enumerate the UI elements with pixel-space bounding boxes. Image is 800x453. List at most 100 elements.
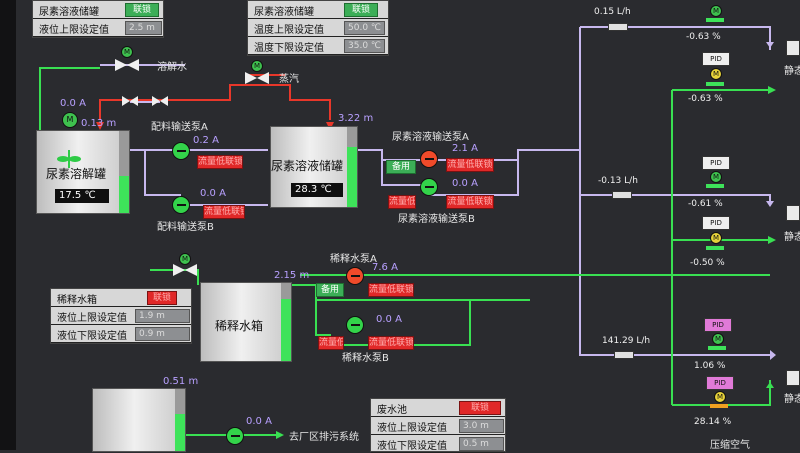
monitor-bezel bbox=[0, 0, 16, 450]
pipe-mid-branch bbox=[580, 194, 771, 205]
panel-dilution-tank: 稀释水箱 联锁 液位上限设定值 1.9 m 液位下限设定值 0.9 m bbox=[50, 288, 192, 344]
urea-b-state-badge[interactable]: 流量低联锁 bbox=[388, 195, 416, 209]
pid-button[interactable]: PID bbox=[702, 216, 730, 230]
mix-a-fault-badge[interactable]: 流量低联锁 bbox=[197, 155, 243, 169]
tank-urea-storage[interactable]: 尿素溶液储罐 28.3 ℃ bbox=[270, 126, 358, 208]
valve-stub bbox=[706, 246, 724, 250]
dissolve-water-label: 溶解水 bbox=[157, 62, 187, 73]
panel-title: 废水池 bbox=[377, 405, 407, 416]
mix-pump-b-icon[interactable] bbox=[172, 196, 190, 214]
panel-title-row: 尿素溶液储罐 联锁 bbox=[248, 1, 388, 19]
interlock-badge[interactable]: 联锁 bbox=[147, 291, 177, 305]
agitator-blade-icon bbox=[57, 150, 81, 168]
flow-readout: -0.13 L/h bbox=[598, 176, 638, 186]
flow-meter-icon bbox=[608, 23, 628, 31]
pid-button[interactable]: PID bbox=[702, 52, 730, 66]
row-label: 液位下限设定值 bbox=[57, 331, 127, 342]
right-edge-label: 静态 bbox=[784, 232, 800, 243]
sewage-label: 去厂区排污系统 bbox=[289, 432, 359, 443]
row-label: 温度下限设定值 bbox=[254, 43, 324, 54]
pipe-steam bbox=[99, 84, 331, 120]
mix-b-fault-badge[interactable]: 流量低联锁 bbox=[203, 205, 245, 219]
level-fill bbox=[347, 147, 357, 207]
pid-button[interactable]: PID bbox=[704, 318, 732, 332]
tank-urea-dissolve[interactable]: 尿素溶解罐 17.5 ℃ bbox=[36, 130, 130, 214]
level-fill bbox=[175, 413, 185, 451]
temp-upper-setpoint[interactable]: 50.0 ℃ bbox=[344, 21, 385, 35]
interlock-badge[interactable]: 联锁 bbox=[344, 3, 378, 17]
control-valve-motor-icon[interactable]: M bbox=[710, 171, 722, 183]
tank-name: 稀释水箱 bbox=[214, 319, 263, 333]
arrow-steam-left bbox=[96, 122, 104, 130]
dilution-b-state-badge[interactable]: 流量低联锁 bbox=[318, 336, 344, 350]
valve-motor-icon[interactable]: M bbox=[121, 46, 133, 58]
interlock-badge[interactable]: 联锁 bbox=[459, 401, 501, 415]
dissolve-level: 0.13 m bbox=[81, 118, 117, 129]
valve-stub bbox=[708, 346, 726, 350]
tank-waste[interactable] bbox=[92, 388, 186, 452]
valve-motor-icon[interactable]: M bbox=[251, 60, 263, 72]
pid-button[interactable]: PID bbox=[706, 376, 734, 390]
dissolve-water-valve-icon[interactable] bbox=[115, 59, 139, 71]
panel-row: 温度下限设定值 35.0 ℃ bbox=[248, 37, 388, 55]
flow-meter-icon bbox=[612, 191, 632, 199]
urea-b-fault-badge[interactable]: 流量低联锁 bbox=[446, 195, 494, 209]
sewage-pump-icon[interactable] bbox=[226, 427, 244, 445]
temp-lower-setpoint[interactable]: 35.0 ℃ bbox=[344, 39, 385, 53]
mix-pump-a-icon[interactable] bbox=[172, 142, 190, 160]
valve-opening: -0.61 % bbox=[688, 199, 723, 209]
waste-level: 0.51 m bbox=[163, 376, 199, 387]
urea-pump-b-icon[interactable] bbox=[420, 178, 438, 196]
control-valve-motor-icon[interactable]: M bbox=[710, 232, 722, 244]
dilution-a-fault-badge[interactable]: 流量低联锁 bbox=[368, 283, 414, 297]
urea-pump-a-icon[interactable] bbox=[420, 150, 438, 168]
dilution-standby-badge[interactable]: 备用 bbox=[316, 283, 344, 297]
steam-split-valve-icon[interactable] bbox=[152, 96, 168, 106]
urea-pump-b-current: 0.0 A bbox=[452, 178, 478, 189]
control-valve-motor-icon[interactable]: M bbox=[714, 391, 726, 403]
agitator-current: 0.0 A bbox=[60, 98, 86, 109]
panel-row: 液位上限设定值 2.5 m bbox=[33, 19, 163, 37]
control-valve-motor-icon[interactable]: M bbox=[710, 5, 722, 17]
mix-pump-a-label: 配料输送泵A bbox=[151, 122, 208, 133]
pipe-pid-right bbox=[672, 380, 771, 406]
urea-standby-badge[interactable]: 备用 bbox=[386, 160, 416, 174]
tank-dilution[interactable]: 稀释水箱 bbox=[200, 282, 292, 362]
dilution-pump-b-icon[interactable] bbox=[346, 316, 364, 334]
level-upper-setpoint[interactable]: 2.5 m bbox=[125, 21, 162, 35]
valve-opening: -0.50 % bbox=[690, 258, 725, 268]
valve-stub bbox=[706, 184, 724, 188]
panel-temp-settings: 尿素溶液储罐 联锁 温度上限设定值 50.0 ℃ 温度下限设定值 35.0 ℃ bbox=[247, 0, 389, 56]
steam-valve-icon[interactable] bbox=[245, 72, 269, 84]
flow-readout: 141.29 L/h bbox=[602, 336, 651, 346]
valve-opening: -0.63 % bbox=[688, 94, 723, 104]
tank-name: 尿素溶液储罐 bbox=[271, 159, 344, 173]
level-upper-setpoint[interactable]: 1.9 m bbox=[135, 309, 190, 323]
level-lower-setpoint[interactable]: 0.9 m bbox=[135, 327, 190, 341]
right-edge-device bbox=[786, 370, 800, 386]
level-lower-setpoint[interactable]: 0.5 m bbox=[459, 437, 504, 451]
level-upper-setpoint[interactable]: 3.0 m bbox=[459, 419, 504, 433]
valve-stub bbox=[706, 18, 724, 22]
pid-button[interactable]: PID bbox=[702, 156, 730, 170]
dilution-pump-a-icon[interactable] bbox=[346, 267, 364, 285]
row-label: 液位上限设定值 bbox=[39, 25, 109, 36]
panel-row: 液位上限设定值 1.9 m bbox=[51, 307, 191, 325]
pipe-water-in bbox=[39, 67, 100, 130]
flow-meter-icon bbox=[614, 351, 634, 359]
control-valve-motor-icon[interactable]: M bbox=[712, 333, 724, 345]
panel-title: 尿素溶液储罐 bbox=[254, 7, 314, 18]
steam-split-valve-icon[interactable] bbox=[122, 96, 138, 106]
mix-pump-a-current: 0.2 A bbox=[193, 135, 219, 146]
agitator-motor-icon[interactable]: M bbox=[62, 112, 78, 128]
row-label: 液位上限设定值 bbox=[377, 423, 447, 434]
row-label: 液位下限设定值 bbox=[377, 441, 447, 452]
valve-motor-icon[interactable]: M bbox=[179, 253, 191, 265]
dilution-b-fault-badge[interactable]: 流量低联锁 bbox=[368, 336, 414, 350]
urea-a-fault-badge[interactable]: 流量低联锁 bbox=[446, 158, 494, 172]
control-valve-motor-icon[interactable]: M bbox=[710, 68, 722, 80]
dilution-inlet-valve-icon[interactable] bbox=[173, 264, 197, 276]
interlock-badge[interactable]: 联锁 bbox=[125, 3, 159, 17]
